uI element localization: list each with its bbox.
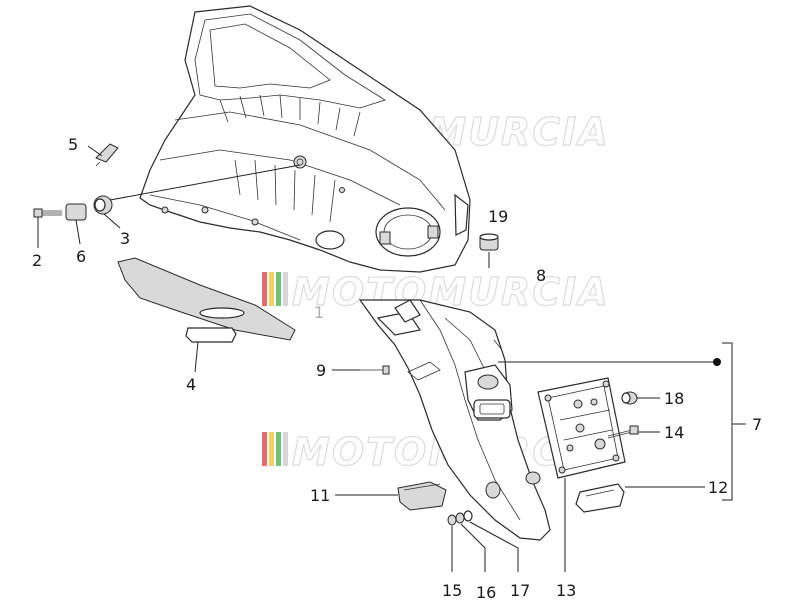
callout-19: 19	[488, 207, 508, 226]
leader-line-3	[103, 213, 121, 229]
callout-13: 13	[556, 581, 576, 600]
part-screw-2	[33, 208, 62, 218]
part-lens-12	[575, 483, 625, 513]
part-nut-19	[479, 233, 499, 251]
callout-12: 12	[708, 478, 728, 497]
callout-6: 5	[68, 135, 78, 154]
callout-11: 11	[310, 486, 330, 505]
callout-16: 16	[476, 583, 496, 600]
part-screw-14	[607, 425, 639, 439]
callout-7: 7	[752, 415, 762, 434]
assembly-bracket-7	[498, 342, 746, 501]
callout-3: 3	[120, 229, 130, 248]
callout-18: 18	[664, 389, 684, 408]
leader-line-17	[469, 521, 519, 572]
part-cap-18	[621, 391, 638, 405]
callout-14: 14	[664, 423, 684, 442]
callout-4: 4	[186, 375, 196, 394]
part-spacer-5	[65, 203, 87, 221]
part-washers-15-16-17	[447, 510, 473, 526]
callout-1: 1	[314, 303, 324, 322]
leader-line-6	[87, 145, 103, 157]
part-screw-9	[360, 365, 390, 375]
leader-line-16	[460, 523, 486, 572]
part-reflector-11	[397, 481, 447, 511]
part-bushing-3	[93, 195, 113, 215]
rear-body-shell	[139, 5, 471, 273]
callout-5: 6	[76, 247, 86, 266]
part-plate-holder-13	[537, 377, 626, 479]
rear-mudguard	[358, 299, 551, 541]
part-lower-cover-4	[117, 257, 296, 343]
leader-line-5	[75, 219, 81, 245]
callout-2: 2	[32, 251, 42, 270]
leader-line-4	[194, 341, 199, 373]
callout-9: 9	[316, 361, 326, 380]
callout-15: 15	[442, 581, 462, 600]
callout-17: 17	[510, 581, 530, 600]
callout-8: 8	[536, 266, 546, 285]
leader-line-3-to-shell	[109, 164, 301, 201]
part-clip-6	[95, 143, 119, 167]
